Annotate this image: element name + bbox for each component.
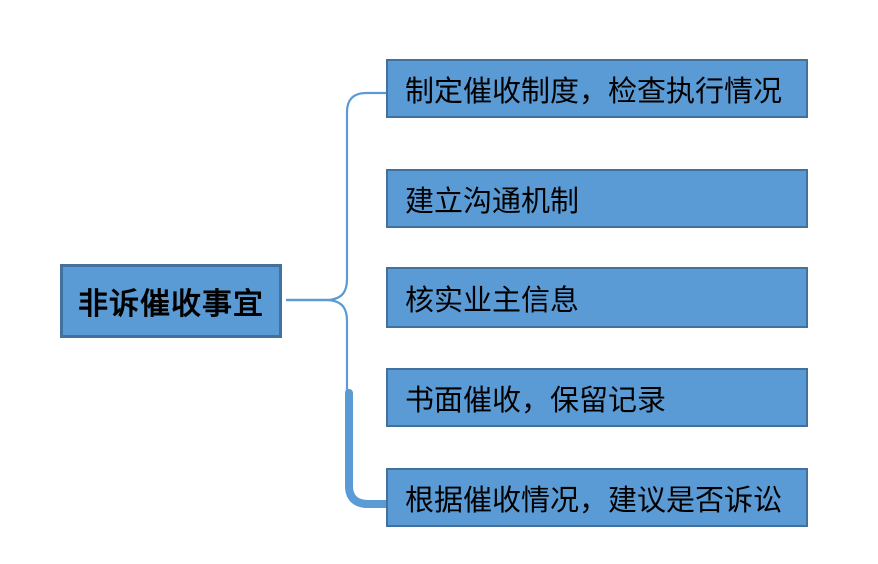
root-node[interactable]: 非诉催收事宜 [60,264,282,338]
child-node-3[interactable]: 核实业主信息 [386,267,808,328]
child-node-5[interactable]: 根据催收情况，建议是否诉讼 [386,468,808,527]
child-node-4-label: 书面催收，保留记录 [405,384,667,417]
child-node-3-label: 核实业主信息 [405,284,580,317]
root-node-label: 非诉催收事宜 [78,288,264,321]
child-node-2-label: 建立沟通机制 [405,185,580,218]
child-node-2[interactable]: 建立沟通机制 [386,169,808,228]
child-node-5-label: 根据催收情况，建议是否诉讼 [405,484,783,517]
connector-root-to-child-1 [286,91,386,302]
child-node-1-label: 制定催收制度，检查执行情况 [405,75,783,108]
connector-thick-segment [345,389,389,508]
child-node-4[interactable]: 书面催收，保留记录 [386,368,808,427]
child-node-1[interactable]: 制定催收制度，检查执行情况 [386,59,808,118]
connector-root-to-child-5 [286,298,386,507]
